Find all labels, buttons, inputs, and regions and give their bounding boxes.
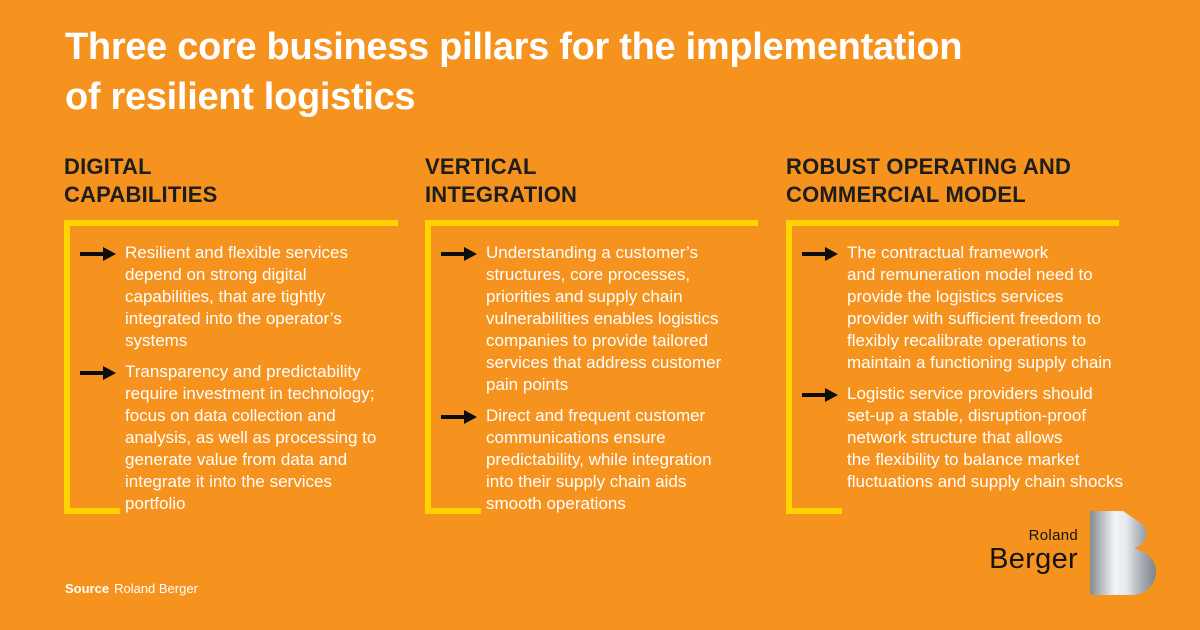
pillar-column-robust-operating-model: ROBUST OPERATING AND COMMERCIAL MODEL Th… <box>786 153 1123 514</box>
arrow-right-icon <box>802 388 838 402</box>
column-heading: DIGITAL CAPABILITIES <box>64 154 218 207</box>
bullet-item: Resilient and flexible services depend o… <box>80 242 398 352</box>
pillar-column-digital-capabilities: DIGITAL CAPABILITIES Resilient and flexi… <box>64 153 398 514</box>
logo-berger-text: Berger <box>989 543 1078 575</box>
column-heading: VERTICAL INTEGRATION <box>425 154 578 207</box>
bullet-item: Logistic service providers should set-up… <box>802 383 1123 493</box>
bullet-item: Direct and frequent customer communicati… <box>441 405 758 515</box>
bullet-text: Transparency and predictability require … <box>125 362 377 513</box>
column-heading: ROBUST OPERATING AND COMMERCIAL MODEL <box>786 154 1072 207</box>
source-value: Roland Berger <box>114 581 198 596</box>
yellow-bracket-panel: Understanding a customer’s structures, c… <box>425 220 758 514</box>
source-label: Source <box>65 581 110 596</box>
bullet-item: Understanding a customer’s structures, c… <box>441 242 758 396</box>
logo-roland-text: Roland <box>1028 527 1078 544</box>
bullet-text: Resilient and flexible services depend o… <box>125 243 348 350</box>
roland-berger-wordmark: Roland Berger <box>972 511 1078 575</box>
arrow-right-icon <box>80 366 116 380</box>
pillar-column-vertical-integration: VERTICAL INTEGRATION Understanding a cus… <box>425 153 758 514</box>
bullet-text: Direct and frequent customer communicati… <box>486 406 712 513</box>
bullet-item: Transparency and predictability require … <box>80 361 398 515</box>
bullet-item: The contractual framework and remunerati… <box>802 242 1119 374</box>
bullet-text: Logistic service providers should set-up… <box>847 384 1123 491</box>
roland-berger-b-monogram-icon <box>1090 511 1156 595</box>
arrow-right-icon <box>802 247 838 261</box>
page-title: Three core business pillars for the impl… <box>65 26 963 118</box>
source-note: Source Roland Berger <box>65 581 198 597</box>
arrow-right-icon <box>80 247 116 261</box>
bullet-text: The contractual framework and remunerati… <box>847 243 1112 372</box>
arrow-right-icon <box>441 410 477 424</box>
yellow-bracket-panel: The contractual framework and remunerati… <box>786 220 1123 514</box>
bullet-text: Understanding a customer’s structures, c… <box>486 243 722 394</box>
arrow-right-icon <box>441 247 477 261</box>
yellow-bracket-panel: Resilient and flexible services depend o… <box>64 220 398 514</box>
roland-berger-logo: Roland Berger <box>972 511 1156 595</box>
